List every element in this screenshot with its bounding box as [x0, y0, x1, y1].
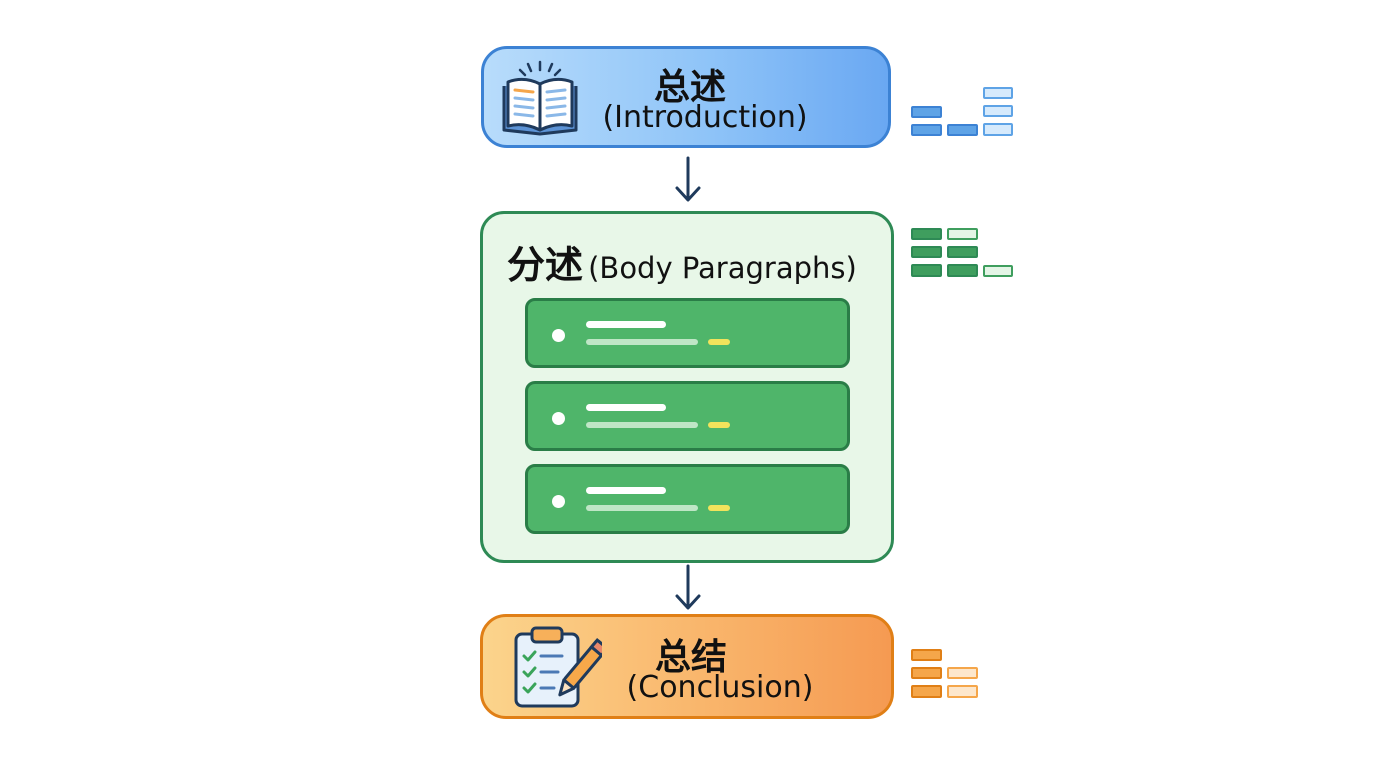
clipboard-checklist-pencil-icon	[514, 626, 602, 708]
body-title-en: (Body Paragraphs)	[588, 251, 857, 285]
paragraph-card	[525, 464, 850, 534]
body-title-zh: 分述	[507, 243, 584, 287]
paragraph-card	[525, 381, 850, 451]
arrow-down-icon	[675, 564, 701, 610]
highlight-mark	[708, 505, 730, 511]
bullet-dot	[552, 412, 565, 425]
intro-title-en: (Introduction)	[602, 100, 808, 135]
conclusion-title-zh: 总结	[654, 637, 727, 678]
open-book-icon	[502, 60, 578, 136]
highlight-mark	[708, 339, 730, 345]
text-line	[586, 487, 666, 494]
bullet-dot	[552, 495, 565, 508]
text-line	[586, 422, 698, 428]
paragraph-card	[525, 298, 850, 368]
text-line	[586, 339, 698, 345]
text-line	[586, 404, 666, 411]
text-line	[586, 505, 698, 511]
arrow-down-icon	[675, 156, 701, 202]
body-title: 分述 (Body Paragraphs)	[507, 234, 857, 289]
intro-title-zh: 总述	[653, 67, 726, 108]
highlight-mark	[708, 422, 730, 428]
bullet-dot	[552, 329, 565, 342]
conclusion-title-en: (Conclusion)	[626, 670, 814, 705]
text-line	[586, 321, 666, 328]
